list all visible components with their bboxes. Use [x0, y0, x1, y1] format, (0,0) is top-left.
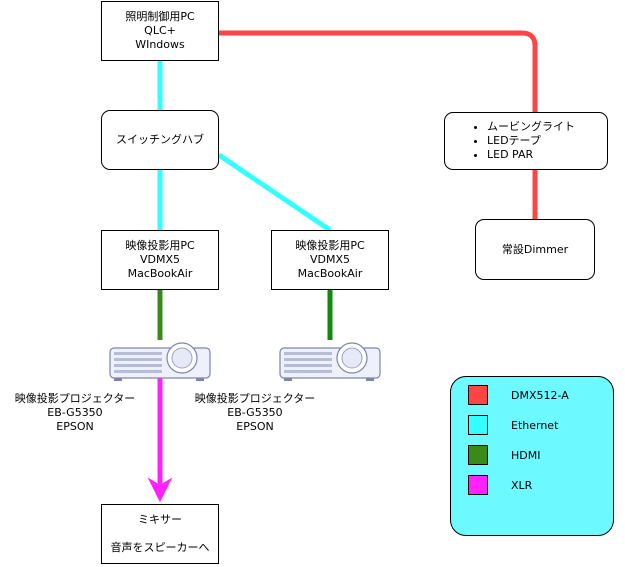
node-line: WIndows — [135, 38, 185, 51]
node-line: QLC+ — [144, 24, 176, 37]
node-line: MacBookAir — [297, 267, 363, 280]
legend-item-dmx: DMX512-A — [468, 385, 569, 405]
video-pc-left-node: 映像投影用PC VDMX5 MacBookAir — [101, 230, 219, 290]
projector-left-caption: 映像投影プロジェクター EB-G5350 EPSON — [6, 392, 144, 434]
caption-line: EPSON — [236, 420, 274, 433]
legend-label: DMX512-A — [511, 388, 569, 402]
legend-swatch — [468, 415, 488, 435]
caption-line: EB-G5350 — [47, 406, 103, 419]
legend-label: XLR — [511, 478, 533, 492]
legend-item-hdmi: HDMI — [468, 445, 540, 465]
node-line: 映像投影用PC — [125, 239, 195, 252]
legend-swatch — [468, 445, 488, 465]
fixture-item: LEDテープ — [487, 134, 607, 148]
node-line: 音声をスピーカーへ — [110, 541, 210, 554]
caption-line: EB-G5350 — [227, 406, 283, 419]
legend: DMX512-A Ethernet HDMI XLR — [450, 376, 614, 536]
legend-swatch — [468, 475, 488, 495]
legend-label: Ethernet — [511, 418, 559, 432]
ethernet-cable-hub-to-right-pc — [217, 152, 332, 233]
fixture-item: ムービングライト — [487, 120, 607, 134]
fixture-item: LED PAR — [487, 148, 607, 162]
projector-icon — [109, 342, 211, 381]
legend-item-xlr: XLR — [468, 475, 532, 495]
dimmer-node: 常設Dimmer — [475, 219, 595, 280]
fixtures-node: ムービングライト LEDテープ LED PAR — [444, 112, 608, 170]
node-line: MacBookAir — [127, 267, 193, 280]
mixer-node: ミキサー 音声をスピーカーへ — [101, 504, 219, 564]
caption-line: 映像投影プロジェクター — [14, 392, 136, 405]
legend-swatch — [468, 385, 488, 405]
node-line: VDMX5 — [309, 253, 351, 266]
node-line: VDMX5 — [139, 253, 181, 266]
switching-hub-node: スイッチングハブ — [101, 110, 219, 170]
node-line: 照明制御用PC — [125, 10, 195, 23]
caption-line: EPSON — [56, 420, 94, 433]
node-line: ミキサー — [138, 513, 182, 526]
xlr-arrow-head — [147, 477, 173, 503]
node-line: 映像投影用PC — [295, 239, 365, 252]
caption-line: 映像投影プロジェクター — [194, 392, 316, 405]
node-line: 常設Dimmer — [501, 242, 569, 256]
legend-label: HDMI — [511, 448, 541, 462]
lighting-pc-node: 照明制御用PC QLC+ WIndows — [101, 1, 219, 61]
projector-icon — [279, 342, 381, 381]
dmx-cable-pc-to-fixtures — [219, 30, 538, 112]
node-line: スイッチングハブ — [116, 133, 204, 146]
projector-right-caption: 映像投影プロジェクター EB-G5350 EPSON — [186, 392, 324, 434]
fixtures-list: ムービングライト LEDテープ LED PAR — [445, 120, 607, 162]
legend-item-ethernet: Ethernet — [468, 415, 558, 435]
video-pc-right-node: 映像投影用PC VDMX5 MacBookAir — [271, 230, 389, 290]
